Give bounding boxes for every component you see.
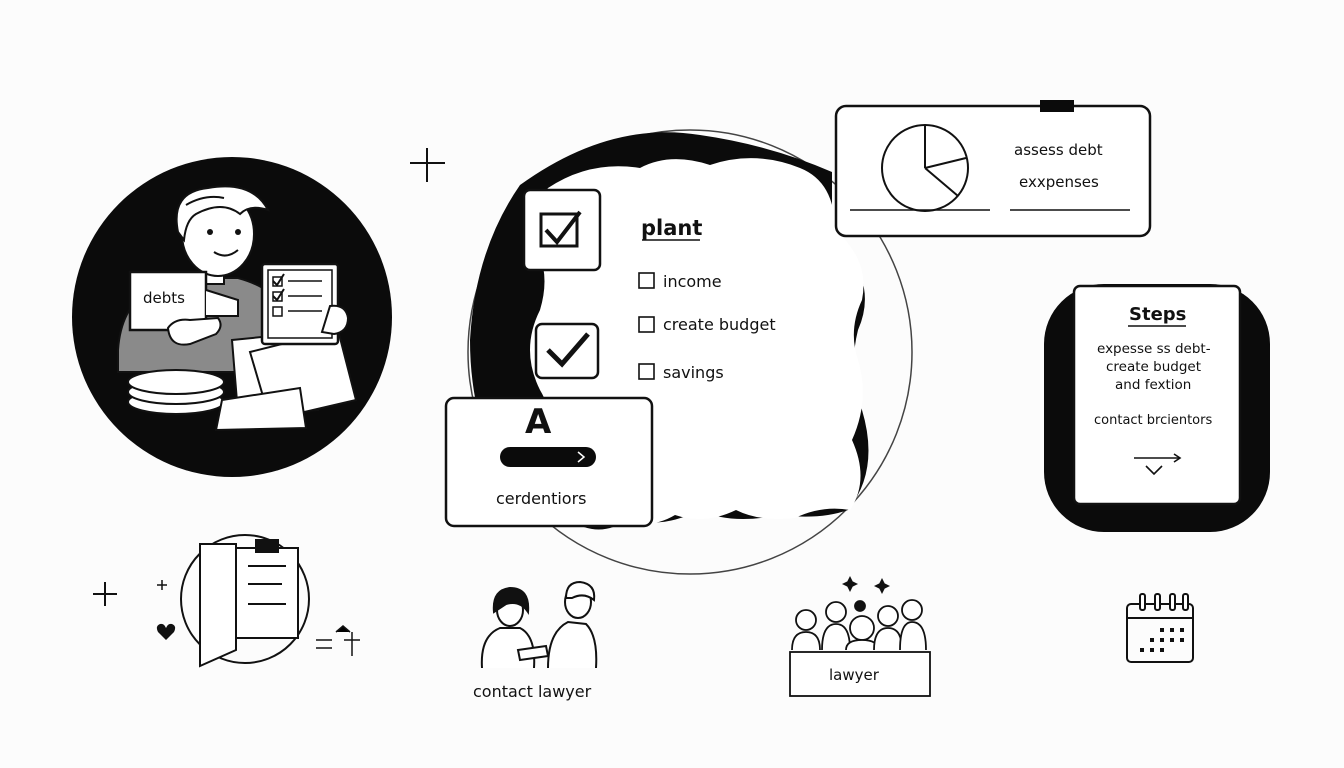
steps-line: and fextion xyxy=(1115,377,1192,393)
assess-debt-label: assess debt xyxy=(1014,141,1103,159)
calendar-icon xyxy=(1126,593,1194,663)
assess-debt-card xyxy=(834,100,1152,238)
lawyer-label: lawyer xyxy=(829,666,879,684)
steps-card xyxy=(1044,284,1270,532)
creditors-label: cerdentiors xyxy=(496,489,587,508)
pie-chart-icon xyxy=(881,124,969,212)
steps-contact-line: contact brcientors xyxy=(1094,413,1213,428)
debts-folder-label: debts xyxy=(143,289,185,307)
handshake-people-icon xyxy=(480,580,598,669)
checklist-item-create-budget: create budget xyxy=(663,315,776,334)
checklist-title: plant xyxy=(641,216,703,240)
sparkle-icon xyxy=(93,582,117,606)
steps-line: create budget xyxy=(1106,359,1202,375)
checklist-item-income: income xyxy=(663,272,722,291)
sparkle-icon xyxy=(157,580,167,590)
unchecked-box-icon xyxy=(638,272,655,289)
clipboard-circle-icon xyxy=(180,534,310,668)
checked-box-tile xyxy=(522,188,602,272)
credit-card-letter: A xyxy=(525,402,552,442)
arrow-right-icon xyxy=(1134,453,1182,476)
expenses-label: exxpenses xyxy=(1019,173,1099,191)
checked-box-tile xyxy=(534,322,600,380)
heart-icon xyxy=(156,623,176,640)
checklist-clipboard-icon xyxy=(260,262,340,346)
unchecked-box-icon xyxy=(638,363,655,380)
contact-lawyer-label: contact lawyer xyxy=(473,682,592,701)
person-with-debts-illustration xyxy=(72,157,392,477)
crowd-lawyer-icon xyxy=(789,575,931,697)
steps-title: Steps xyxy=(1129,304,1187,325)
creditors-card xyxy=(444,396,654,528)
coin-stack-icon xyxy=(127,369,225,415)
equals-plus-icon xyxy=(316,625,360,656)
unchecked-box-icon xyxy=(638,316,655,333)
checklist-item-savings: savings xyxy=(663,363,724,382)
sparkle-icon xyxy=(410,148,445,182)
steps-line: expesse ss debt- xyxy=(1097,341,1211,357)
